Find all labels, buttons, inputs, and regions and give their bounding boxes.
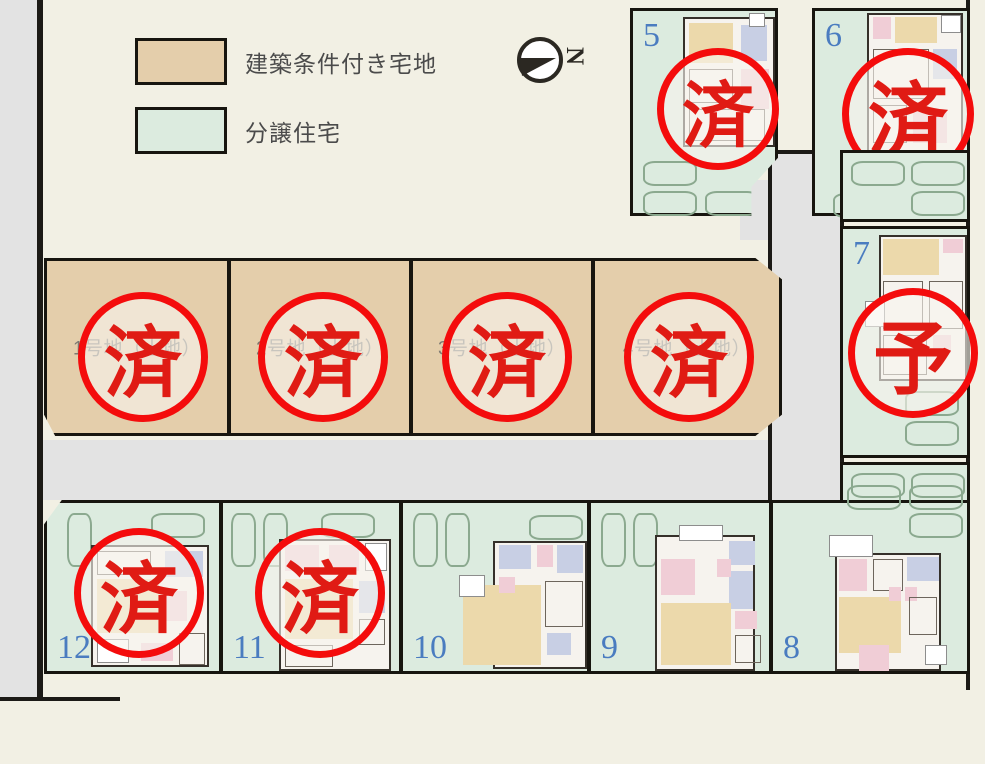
plot-lot-4[interactable]: 4号地（土地） — [592, 258, 782, 436]
road-west-edge — [37, 0, 41, 700]
plot-lot-8[interactable]: 8 — [770, 485, 970, 674]
legend-swatch-conditioned-land — [135, 38, 227, 85]
legend-item-conditioned-land: 建築条件付き宅地 — [135, 38, 437, 85]
lot-label-2: 2号地（土地） — [255, 338, 385, 360]
plot-lot-3[interactable]: 3号地（土地） — [410, 258, 594, 436]
plot-lot-11[interactable]: 11 — [220, 500, 402, 674]
lot-label-1: 1号地（土地） — [72, 338, 202, 360]
lot-number-10: 10 — [413, 629, 447, 666]
legend: 建築条件付き宅地 分譲住宅 — [135, 38, 437, 176]
parking-block-north — [840, 150, 970, 222]
legend-label-conditioned-land: 建築条件付き宅地 — [245, 50, 437, 77]
plot-lot-9[interactable]: 9 — [588, 500, 772, 674]
lot-number-11: 11 — [233, 629, 266, 666]
lot-number-9: 9 — [601, 629, 618, 666]
lot-number-8: 8 — [783, 629, 800, 666]
plot-lot-10[interactable]: 10 — [400, 500, 590, 674]
lot-number-5: 5 — [643, 17, 660, 54]
legend-label-built-house: 分譲住宅 — [245, 119, 341, 146]
legend-item-built-house: 分譲住宅 — [135, 107, 437, 154]
plot-lot-7[interactable]: 7 — [840, 226, 970, 458]
plot-lot-12[interactable]: 12 — [44, 500, 222, 674]
site-frame-left — [40, 0, 43, 700]
road-east-edge-n — [768, 150, 844, 154]
lot-number-7: 7 — [853, 235, 870, 272]
compass-north-label: N — [561, 46, 589, 66]
plot-lot-2[interactable]: 2号地（土地） — [228, 258, 412, 436]
lot-label-3: 3号地（土地） — [437, 338, 567, 360]
lot-label-4: 4号地（土地） — [622, 338, 752, 360]
road-west-end — [0, 697, 120, 701]
lot-number-6: 6 — [825, 17, 842, 54]
road-west — [0, 0, 40, 700]
compass-icon — [517, 37, 563, 83]
plot-lot-1[interactable]: 1号地（土地） — [44, 258, 230, 436]
legend-swatch-built-house — [135, 107, 227, 154]
road-center — [40, 440, 840, 500]
lot-number-12: 12 — [57, 629, 91, 666]
